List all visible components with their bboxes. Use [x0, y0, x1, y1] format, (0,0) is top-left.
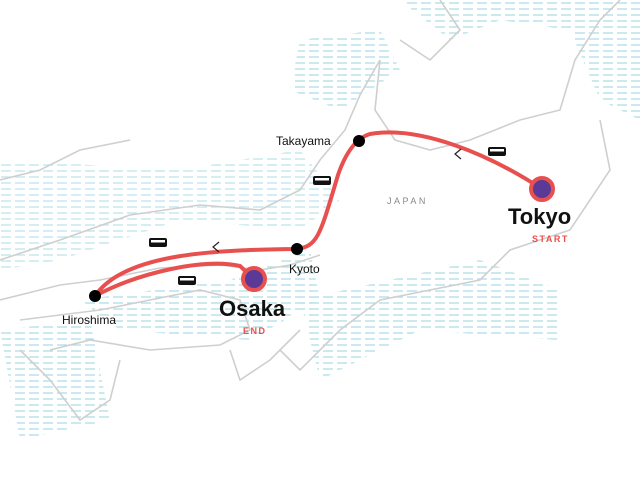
- bus-icon: [149, 238, 167, 247]
- bus-icon: [313, 176, 331, 185]
- bus-icon: [488, 147, 506, 156]
- stop-marker-kyoto[interactable]: [291, 243, 303, 255]
- stop-marker-hiroshima[interactable]: [89, 290, 101, 302]
- stop-label-takayama: Takayama: [276, 134, 331, 148]
- endpoint-label-osaka: Osaka: [219, 296, 286, 321]
- start-marker-tokyo[interactable]: [529, 176, 555, 202]
- stop-marker-takayama[interactable]: [353, 135, 365, 147]
- country-label: JAPAN: [387, 196, 428, 206]
- stop-label-kyoto: Kyoto: [289, 262, 320, 276]
- direction-arrow-icon: [454, 148, 462, 160]
- stop-label-hiroshima: Hiroshima: [62, 313, 117, 327]
- endpoint-label-tokyo: Tokyo: [508, 204, 572, 229]
- bus-icon: [178, 276, 196, 285]
- end-tag: END: [243, 326, 267, 336]
- end-marker-osaka[interactable]: [241, 266, 267, 292]
- start-tag: START: [532, 234, 569, 244]
- direction-arrow-icon: [212, 241, 220, 253]
